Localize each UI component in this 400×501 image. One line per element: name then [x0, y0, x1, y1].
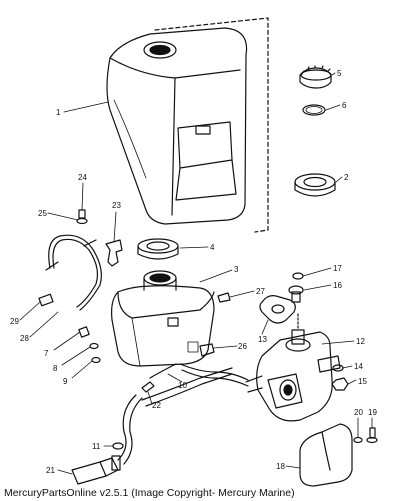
callout-16: 16 — [333, 281, 342, 290]
callout-24: 24 — [78, 173, 87, 182]
callout-2: 2 — [344, 173, 349, 182]
callout-14: 14 — [354, 362, 363, 371]
part-clip — [38, 293, 54, 307]
part-plug — [217, 292, 231, 303]
part-screw-19 — [366, 427, 378, 444]
part-nut-15 — [331, 377, 349, 391]
callout-9: 9 — [63, 377, 68, 386]
part-screw-top — [76, 209, 88, 225]
callout-28: 28 — [20, 334, 29, 343]
part-cap — [299, 65, 332, 89]
part-bracket — [105, 239, 123, 267]
callout-29: 29 — [10, 317, 19, 326]
part-gasket — [259, 295, 296, 324]
callout-6: 6 — [342, 101, 347, 110]
callout-19: 19 — [368, 408, 377, 417]
callout-8: 8 — [53, 364, 58, 373]
part-thin-ring — [302, 104, 326, 116]
part-connector — [71, 455, 121, 485]
callout-25: 25 — [38, 209, 47, 218]
callout-18: 18 — [276, 462, 285, 471]
callout-21: 21 — [46, 466, 55, 475]
callout-labels: 1 2 3 4 5 6 7 8 9 10 11 12 13 14 15 16 1… — [10, 69, 377, 475]
part-washer-9 — [91, 356, 101, 364]
part-washer-11 — [112, 442, 124, 450]
callout-10: 10 — [178, 381, 187, 390]
part-grommet — [137, 238, 179, 260]
callout-27: 27 — [256, 287, 265, 296]
part-washer-20 — [353, 436, 363, 444]
part-carburetor — [245, 329, 341, 422]
part-fuel-tank — [111, 270, 215, 367]
callout-4: 4 — [210, 243, 215, 252]
callout-3: 3 — [234, 265, 239, 274]
callout-15: 15 — [358, 377, 367, 386]
part-plate — [299, 423, 353, 487]
part-cover — [106, 27, 248, 225]
part-clamp — [199, 343, 215, 357]
part-washer-8 — [89, 342, 99, 350]
part-hose-fitting — [141, 381, 155, 393]
callout-13: 13 — [258, 335, 267, 344]
part-fitting-16 — [288, 285, 304, 303]
callout-7: 7 — [44, 349, 49, 358]
callout-1: 1 — [56, 108, 61, 117]
callout-12: 12 — [356, 337, 365, 346]
part-fitting-7 — [78, 326, 90, 338]
part-nut-17 — [292, 272, 304, 280]
callout-11: 11 — [92, 442, 101, 451]
copyright-footer: MercuryPartsOnline v2.5.1 (Image Copyrig… — [4, 487, 295, 499]
part-strap — [45, 234, 102, 311]
callout-26: 26 — [238, 342, 247, 351]
part-hose — [179, 363, 249, 387]
callout-22: 22 — [152, 401, 161, 410]
callout-20: 20 — [354, 408, 363, 417]
callout-5: 5 — [337, 69, 342, 78]
callout-23: 23 — [112, 201, 121, 210]
part-thick-ring — [294, 173, 336, 197]
assembly-dashed-line — [154, 17, 269, 233]
part-fuel-line — [117, 394, 143, 465]
callout-17: 17 — [333, 264, 342, 273]
